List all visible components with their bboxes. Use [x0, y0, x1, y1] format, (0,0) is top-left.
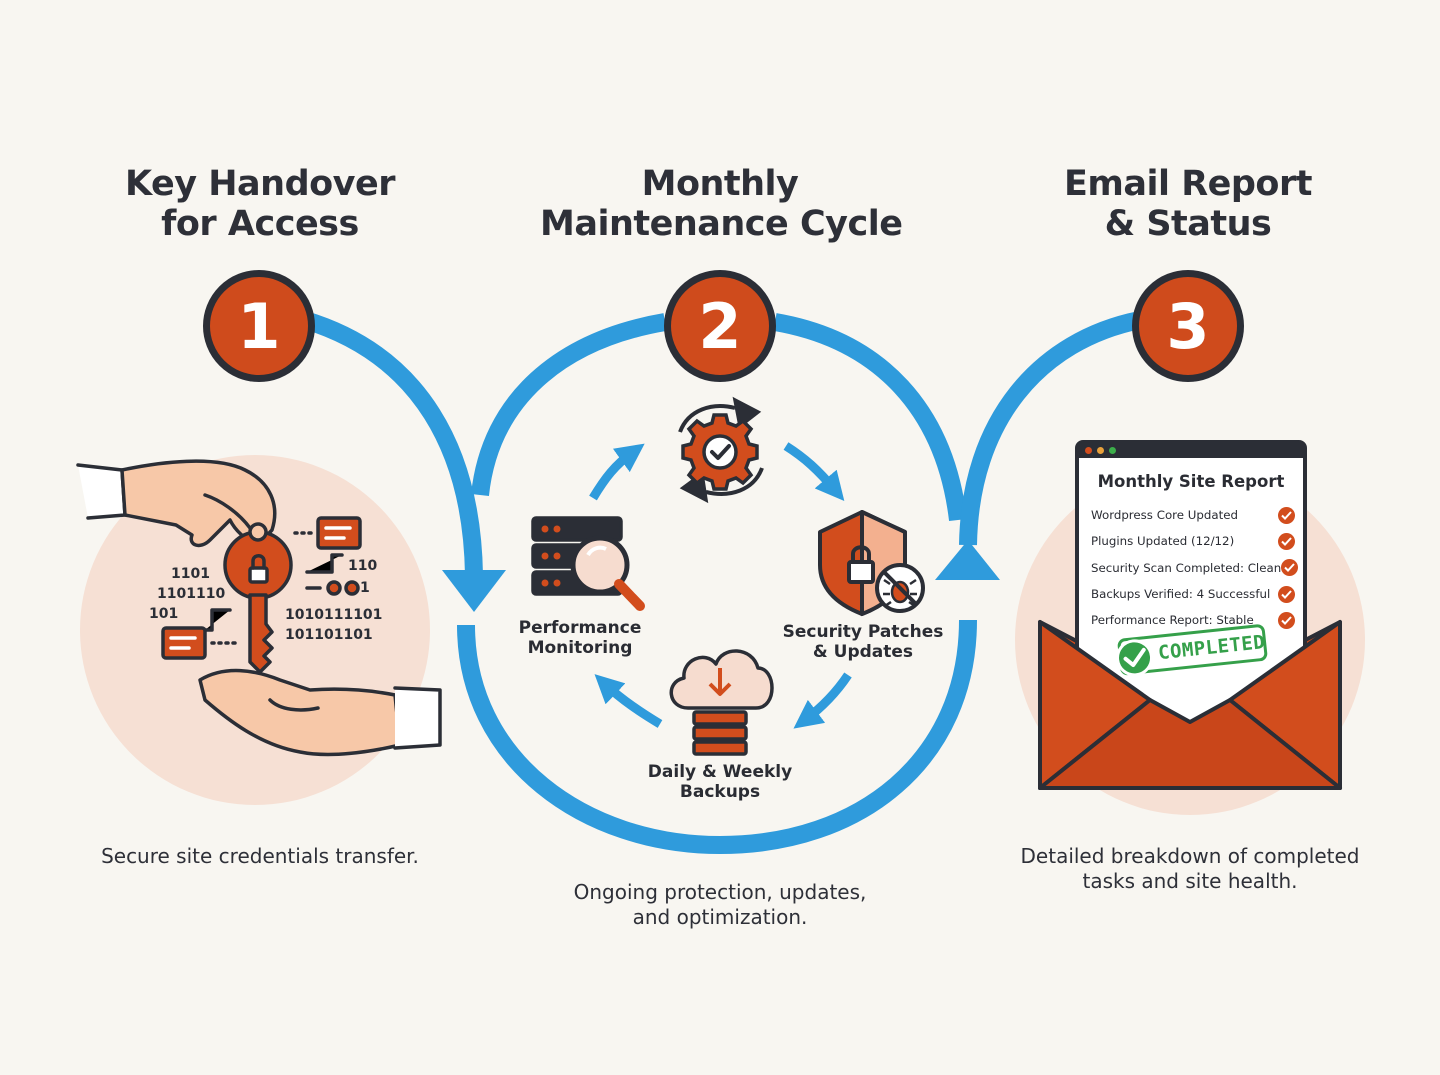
report-item: Backups Verified: 4 Successful	[1091, 581, 1295, 607]
monthly-site-report-card: Monthly Site Report Wordpress Core Updat…	[1075, 440, 1307, 725]
report-item-list: Wordpress Core Updated Plugins Updated (…	[1091, 502, 1299, 633]
binary-text-7: 101101101	[285, 627, 373, 643]
security-patches-label: Security Patches & Updates	[782, 622, 944, 662]
check-icon	[1278, 506, 1295, 524]
arrowhead-up-right	[935, 540, 1000, 580]
cycle-arrow-bottom-left	[594, 674, 663, 728]
report-title: Monthly Site Report	[1097, 472, 1285, 491]
step-3-caption: Detailed breakdown of completed tasks an…	[1020, 844, 1360, 893]
report-item: Security Scan Completed: Clean	[1091, 555, 1299, 581]
connector-2-to-3	[959, 311, 1142, 546]
report-item: Performance Report: Stable	[1091, 607, 1295, 633]
check-icon	[1278, 585, 1295, 603]
step-2-title: Monthly Maintenance Cycle	[540, 164, 903, 244]
binary-text-3: 101	[149, 606, 179, 622]
cycle-arrow-top-left	[589, 443, 645, 501]
daily-weekly-backups-label: Daily & Weekly Backups	[647, 762, 793, 802]
report-window-bar	[1079, 444, 1303, 458]
report-item: Plugins Updated (12/12)	[1091, 528, 1295, 554]
step-1-badge: 1	[203, 270, 315, 382]
step-2-caption: Ongoing protection, updates, and optimiz…	[573, 880, 867, 929]
step-3-title: Email Report & Status	[1064, 164, 1312, 244]
binary-text-6: 1010111101	[285, 607, 383, 623]
binary-text-4: 110	[348, 558, 378, 574]
cycle-arrow-bottom-right	[793, 672, 852, 729]
step-1-title: Key Handover for Access	[125, 164, 395, 244]
performance-monitoring-label: Performance Monitoring	[518, 618, 642, 658]
check-icon	[1278, 532, 1295, 550]
cycle-ring-bottom	[457, 619, 977, 855]
shield-bug-icon	[818, 510, 925, 616]
cycle-ring-left	[471, 313, 667, 496]
step-1-caption: Secure site credentials transfer.	[101, 844, 419, 868]
check-icon	[1281, 559, 1299, 577]
cycle-arrow-top-right	[783, 442, 845, 501]
arrowhead-down-left	[442, 570, 506, 612]
cycle-ring-right	[773, 313, 967, 522]
hands-key-icon	[76, 459, 442, 757]
server-magnifier-icon	[531, 516, 645, 611]
cloud-server-icon	[669, 649, 774, 756]
binary-text-2: 1101110	[157, 586, 226, 602]
check-icon	[1278, 611, 1295, 629]
binary-text-1: 1101	[171, 566, 210, 582]
step-3-badge: 3	[1132, 270, 1244, 382]
step-2-badge: 2	[664, 270, 776, 382]
gear-check-icon	[678, 396, 764, 504]
binary-text-5: 1	[360, 580, 370, 596]
connector-1-to-2	[302, 311, 483, 576]
report-item: Wordpress Core Updated	[1091, 502, 1295, 528]
